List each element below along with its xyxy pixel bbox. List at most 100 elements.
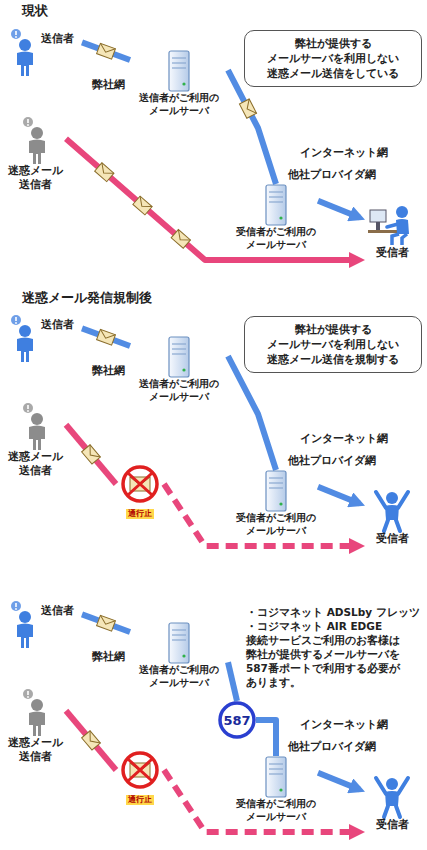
person-label: 受信者 <box>376 246 409 260</box>
spam-sender-person: 迷惑メール 送信者 <box>4 688 66 764</box>
envelope-icon-part <box>174 229 190 244</box>
envelope-icon <box>82 445 101 464</box>
server-icon <box>263 756 289 798</box>
envelope-icon-part <box>243 99 256 116</box>
server-icon-part <box>172 634 186 635</box>
panel-tab <box>10 1 180 23</box>
callout-box: ・コジマネット ADSLby フレッツ・コジマネット AIR EDGE接続サービ… <box>244 602 422 692</box>
person-icon-part <box>11 315 21 325</box>
person-icon-part <box>370 210 386 222</box>
person-icon <box>368 486 416 532</box>
spam-mail-arrow <box>66 711 116 770</box>
person-icon-part <box>396 206 408 218</box>
spam-mail-arrow <box>66 425 116 484</box>
spam-mail-arrow <box>164 770 359 832</box>
mail-route-arrow <box>318 773 359 790</box>
person-icon-part <box>17 624 33 649</box>
arrow-stripe <box>190 577 256 580</box>
server-icon <box>166 622 192 664</box>
mail-server: 受信者がご利用の メールサーバ <box>234 470 318 537</box>
envelope-group <box>82 43 257 750</box>
server-icon-part <box>269 763 283 764</box>
panel-frame <box>3 590 423 847</box>
cloud-shape-part <box>78 608 259 775</box>
mail-route-arrow <box>82 42 130 60</box>
person-icon-part <box>396 219 409 234</box>
person-icon-part <box>376 222 380 230</box>
person-icon <box>8 600 38 648</box>
sender-person: 送信者 <box>8 600 82 648</box>
person-icon-part <box>27 124 29 126</box>
callout-box: 弊社が提供する メールサーバを利用しない 迷惑メール送信をしている <box>244 30 422 87</box>
sign-label: 通行止 <box>126 795 154 805</box>
server-icon-part <box>269 768 283 769</box>
person-icon-part <box>19 325 31 337</box>
envelope-icon <box>97 615 116 631</box>
mail-server: 送信者がご利用の メールサーバ <box>130 622 228 689</box>
mail-route-arrow <box>228 70 276 184</box>
cloud-label: インターネット網 <box>300 432 388 445</box>
server-label: 受信者がご利用の メールサーバ <box>234 798 318 823</box>
server-icon-part <box>169 337 189 377</box>
callout-text: ・コジマネット AIR EDGE <box>246 619 420 633</box>
person-icon-part <box>23 403 33 413</box>
receiver-person: 受信者 <box>365 486 419 552</box>
server-icon-part <box>269 487 283 488</box>
server-label: 受信者がご利用の メールサーバ <box>234 512 318 537</box>
person-icon-part <box>27 691 29 695</box>
cloud-label: 弊社網 <box>92 78 125 91</box>
person-icon-part <box>15 322 17 324</box>
receiver-person: 受信者 <box>365 200 419 266</box>
person-label: 迷惑メール 送信者 <box>4 450 66 478</box>
server-icon-part <box>266 185 286 225</box>
arrow-head <box>172 582 274 604</box>
arrow-stripe <box>190 562 256 565</box>
mail-route-arrow <box>318 201 359 218</box>
spam-sender-person: 迷惑メール 送信者 <box>4 402 66 478</box>
sender-person: 送信者 <box>8 28 82 76</box>
cloud-label: 他社プロバイダ網 <box>288 168 376 181</box>
person-icon-part <box>368 230 398 233</box>
panel-tab <box>10 288 180 310</box>
person-icon <box>368 772 416 818</box>
person-icon-part <box>19 39 31 51</box>
envelope-icon <box>82 731 101 750</box>
person-icon-part <box>27 119 29 123</box>
envelope-icon-part <box>171 229 190 248</box>
spam-mail-arrow <box>164 484 359 546</box>
panel-frame <box>3 12 423 276</box>
panel-title: 現状 <box>22 3 48 19</box>
sign-label: 通行止 <box>126 509 154 519</box>
server-icon-part <box>172 353 186 354</box>
mail-route-arrow <box>228 662 237 701</box>
person-icon-part <box>17 338 33 363</box>
person-icon-part <box>29 712 45 737</box>
server-icon-part <box>269 773 283 774</box>
receiver-person: 受信者 <box>365 772 419 838</box>
server-icon-part <box>266 757 286 797</box>
server-icon-part <box>182 654 185 657</box>
transition-arrow <box>172 562 274 604</box>
person-icon-part <box>15 36 17 38</box>
envelope-icon-part <box>97 615 116 631</box>
mail-server: 受信者がご利用の メールサーバ <box>234 756 318 823</box>
server-icon-part <box>279 788 282 791</box>
person-icon-part <box>31 699 43 711</box>
block-sign-shape-part <box>123 467 157 501</box>
block-sign-shape-part <box>129 474 151 494</box>
person-icon-part <box>17 52 33 77</box>
server-icon-part <box>279 502 282 505</box>
block-sign: 通行止 <box>116 464 164 522</box>
person-icon-part <box>386 492 398 504</box>
server-icon-part <box>172 348 186 349</box>
person-icon-part <box>29 140 45 165</box>
person-icon <box>8 314 38 362</box>
server-icon-part <box>172 343 186 344</box>
person-icon-part <box>392 234 407 245</box>
envelope-icon-part <box>97 329 116 345</box>
server-label: 受信者がご利用の メールサーバ <box>234 226 318 251</box>
person-icon-part <box>15 608 17 610</box>
block-sign: 通行止 <box>116 750 164 808</box>
port-circle-shape-part <box>220 703 254 737</box>
mail-server: 送信者がご利用の メールサーバ <box>130 336 228 403</box>
